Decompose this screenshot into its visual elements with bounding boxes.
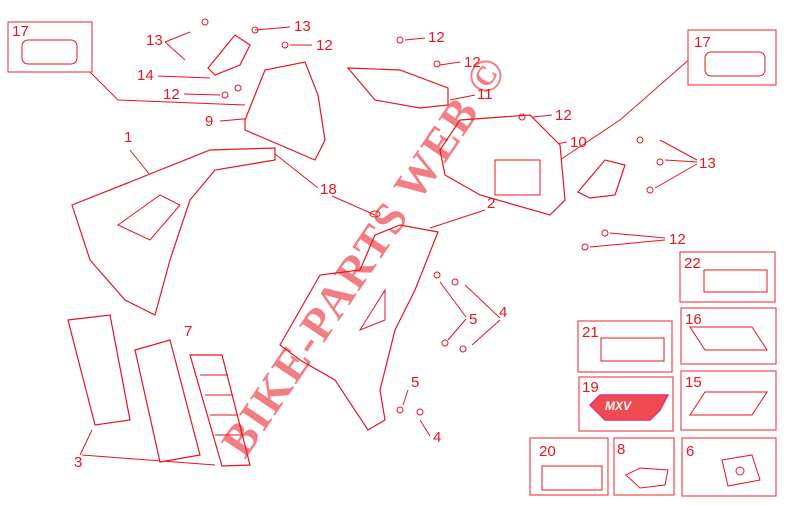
box-label-6: 6 — [686, 443, 694, 460]
callout: 17 — [694, 34, 711, 51]
screws — [201, 18, 664, 416]
mxv-logo — [588, 394, 670, 421]
box-16 — [680, 307, 777, 365]
callout: 12 — [555, 107, 572, 124]
box-label-16: 16 — [685, 311, 702, 328]
callouts: 17 13 13 12 14 12 9 12 12 11 12 10 1 18 … — [12, 18, 716, 471]
box-label-19: 19 — [582, 379, 599, 396]
radiator-grille-3 — [67, 314, 131, 426]
callout: 1 — [124, 129, 132, 146]
callout: 13 — [146, 32, 163, 49]
callout: 11 — [477, 86, 493, 103]
callout: 12 — [163, 86, 180, 103]
callout: 13 — [699, 155, 716, 172]
bracket-9 — [244, 61, 326, 161]
box-21 — [577, 320, 673, 373]
side-fairing-left — [71, 147, 276, 316]
callout: 14 — [137, 67, 154, 84]
box-15 — [680, 370, 777, 431]
callout: 5 — [411, 374, 419, 391]
box-6 — [681, 437, 777, 497]
callout: 9 — [205, 113, 213, 130]
box-label-20: 20 — [539, 443, 556, 460]
callout: 7 — [184, 323, 192, 340]
cover-11 — [346, 67, 449, 109]
callout: 12 — [316, 37, 333, 54]
mxv-logo-text: MXV — [605, 399, 632, 413]
label-boxes: MXV 22 21 16 19 15 20 8 6 — [7, 21, 777, 497]
radiator-mesh — [189, 354, 251, 467]
box-label-22: 22 — [684, 255, 701, 272]
box-label-8: 8 — [617, 441, 625, 458]
box-label-21: 21 — [582, 324, 599, 341]
callout: 12 — [428, 29, 445, 46]
callout: 3 — [74, 454, 82, 471]
box-22 — [679, 251, 776, 303]
callout: 2 — [487, 195, 495, 212]
bracket-plate-right — [577, 159, 626, 199]
bracket-plate-left — [207, 34, 251, 76]
fairing-parts — [67, 18, 664, 467]
callout: 4 — [433, 429, 441, 446]
radiator-cover-7 — [134, 339, 201, 463]
callout: 17 — [12, 23, 29, 40]
bracket-10 — [439, 114, 566, 216]
callout: 12 — [464, 54, 481, 71]
lower-fairing — [279, 224, 439, 431]
callout: 10 — [570, 134, 587, 151]
box-label-15: 15 — [685, 374, 702, 391]
callout: 5 — [469, 311, 477, 328]
callout: 4 — [499, 304, 507, 321]
callout: 12 — [669, 231, 686, 248]
callout: 13 — [294, 18, 311, 35]
callout: 18 — [320, 181, 337, 198]
